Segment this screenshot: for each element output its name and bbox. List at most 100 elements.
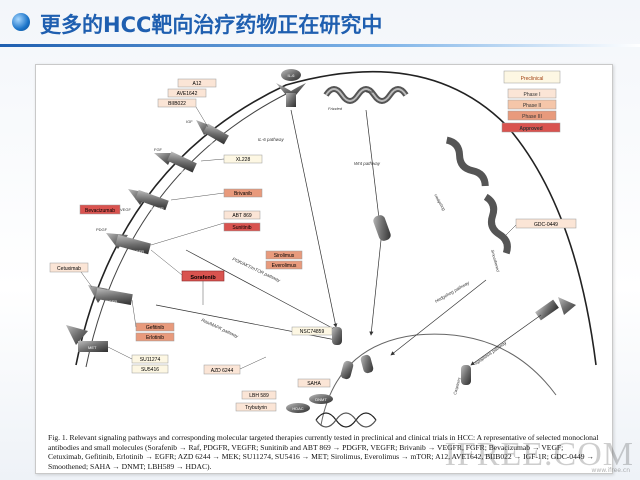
nsc74859-label: NSC74859 xyxy=(300,329,325,335)
watermark-url: www.ifree.cn xyxy=(591,467,630,474)
dnmt-icon xyxy=(309,394,333,404)
stat3-icon xyxy=(332,327,342,345)
bevacizumab-tag xyxy=(79,204,121,215)
smoothened-label: Smoothened xyxy=(490,249,501,273)
slide-title: 更多的HCC靶向治疗药物正在研究中 xyxy=(40,13,383,37)
transcription-factor-2-icon xyxy=(360,354,374,374)
figure-caption: Fig. 1. Relevant signaling pathways and … xyxy=(48,433,599,471)
vegfr-receptor-icon xyxy=(128,189,169,211)
hedgehog-ligand-label: Hedgehog xyxy=(433,193,447,212)
cetuximab-tag xyxy=(49,262,89,273)
il6-pathway-label: IL-6 pathway xyxy=(258,137,285,142)
legend-preclinical: Preclinical xyxy=(521,76,544,82)
gdc0449-label: GDC-0449 xyxy=(534,222,558,228)
legend-phase2: Phase II xyxy=(523,103,541,109)
vegfr-label: VEGFR xyxy=(150,206,164,211)
met-receptor-icon xyxy=(535,297,576,321)
fgf-label: FGF xyxy=(154,147,163,152)
legend-approved-swatch xyxy=(501,122,561,133)
legend-approved: Approved xyxy=(519,126,542,132)
su5416-tag xyxy=(131,364,169,374)
pdgfr-label: PDGFR xyxy=(130,249,144,254)
lbh589-label: LBH 589 xyxy=(249,393,269,399)
igf-label: IGF xyxy=(186,119,193,124)
gefitinib-label: Gefitinib xyxy=(146,325,165,331)
a12-label: A12 xyxy=(193,81,202,87)
ras-pathway-label: Ras/MAPK pathway xyxy=(201,317,240,339)
trybutyrin-tag xyxy=(235,402,277,412)
hedgehog-pathway-label: Hedgehog pathway xyxy=(434,280,471,304)
phase-legend: Preclinical Phase I Phase II Phase III A… xyxy=(501,70,561,133)
beta-catenin-icon xyxy=(373,215,391,241)
gdc0449-tag xyxy=(515,218,577,229)
hdac-icon xyxy=(286,403,310,413)
transcription-factor-icon xyxy=(340,360,354,380)
xl228-label: XL228 xyxy=(236,157,251,163)
saha-tag xyxy=(297,378,331,388)
legend-preclinical-swatch xyxy=(503,70,561,84)
smoothened-receptor-icon xyxy=(445,136,511,255)
biib022-label: BIIB022 xyxy=(168,101,186,107)
wnt-pathway-label: Wnt pathway xyxy=(354,161,381,166)
azd6244-label: AZD 6244 xyxy=(211,368,234,374)
met-label: MET xyxy=(88,345,97,350)
sirolimus-label: Sirolimus xyxy=(274,253,295,259)
igf1r-receptor-icon xyxy=(196,120,229,145)
fgfr-label: FGFR xyxy=(176,169,187,174)
nuclear-membrane xyxy=(320,333,557,426)
egfr-label: EGFR xyxy=(106,299,117,304)
il6-receptor-icon xyxy=(276,69,306,107)
everolimus-label: Everolimus xyxy=(272,263,297,269)
a12-tag xyxy=(177,78,217,88)
fgfr-receptor-icon xyxy=(154,151,197,173)
lbh589-tag xyxy=(241,390,277,400)
saha-label: SAHA xyxy=(307,381,321,387)
met-left-receptor-icon xyxy=(66,325,108,352)
brivanib-label: Brivanib xyxy=(234,191,252,197)
frizzled-label: Frizzled xyxy=(328,106,343,111)
erlotinib-label: Erlotinib xyxy=(146,335,164,341)
erlotinib-tag xyxy=(135,332,175,342)
hdac-label: HDAC xyxy=(292,406,303,411)
title-bar: 更多的HCC靶向治疗药物正在研究中 xyxy=(0,0,640,47)
su11274-label: SU11274 xyxy=(140,357,161,363)
pathway-figure: Preclinical Phase I Phase II Phase III A… xyxy=(35,64,613,474)
biib022-tag xyxy=(157,98,197,108)
everolimus-tag xyxy=(265,260,303,270)
legend-phase1: Phase I xyxy=(524,92,541,98)
title-divider xyxy=(0,44,640,47)
ave1642-tag xyxy=(167,88,207,98)
caspase-icon xyxy=(461,365,471,385)
bullet-icon xyxy=(12,13,30,31)
frizzled-receptor-icon xyxy=(323,86,409,104)
pi3k-pathway-label: PI3K/AKT/mTOR pathway xyxy=(232,256,282,283)
su5416-label: SU5416 xyxy=(141,367,159,373)
sirolimus-tag xyxy=(265,250,303,260)
pathway-diagram: Preclinical Phase I Phase II Phase III A… xyxy=(49,69,597,428)
bevacizumab-label: Bevacizumab xyxy=(85,208,115,214)
il6-label: IL-6 xyxy=(288,73,296,78)
pdgfr-receptor-icon xyxy=(106,233,151,255)
abt869-tag xyxy=(223,210,261,220)
legend-phase2-swatch xyxy=(507,99,557,110)
dnmt-label: DNMT xyxy=(315,397,327,402)
egfr-receptor-icon xyxy=(88,285,133,306)
legend-phase3-swatch xyxy=(507,110,557,121)
vegf-label: VEGF xyxy=(120,207,131,212)
dna-helix-icon xyxy=(315,412,377,428)
caspases-label: Caspases xyxy=(452,377,461,395)
sunitinib-tag xyxy=(223,222,261,232)
legend-phase1-swatch xyxy=(507,88,557,99)
igf1r-label: IGF-1R xyxy=(208,141,221,146)
azd6244-tag xyxy=(203,364,241,375)
watermark: IFREE.COM xyxy=(444,436,634,473)
wnt-label: Wnt xyxy=(366,89,374,94)
pdgf-label: PDGF xyxy=(96,227,108,232)
sorafenib-label: Sorafenib xyxy=(190,275,216,281)
sunitinib-label: Sunitinib xyxy=(232,225,251,231)
abt869-label: ABT 869 xyxy=(232,213,252,219)
trybutyrin-label: Trybutyrin xyxy=(245,405,267,411)
ave1642-label: AVE1642 xyxy=(177,91,198,97)
legend-phase3: Phase III xyxy=(522,114,542,120)
